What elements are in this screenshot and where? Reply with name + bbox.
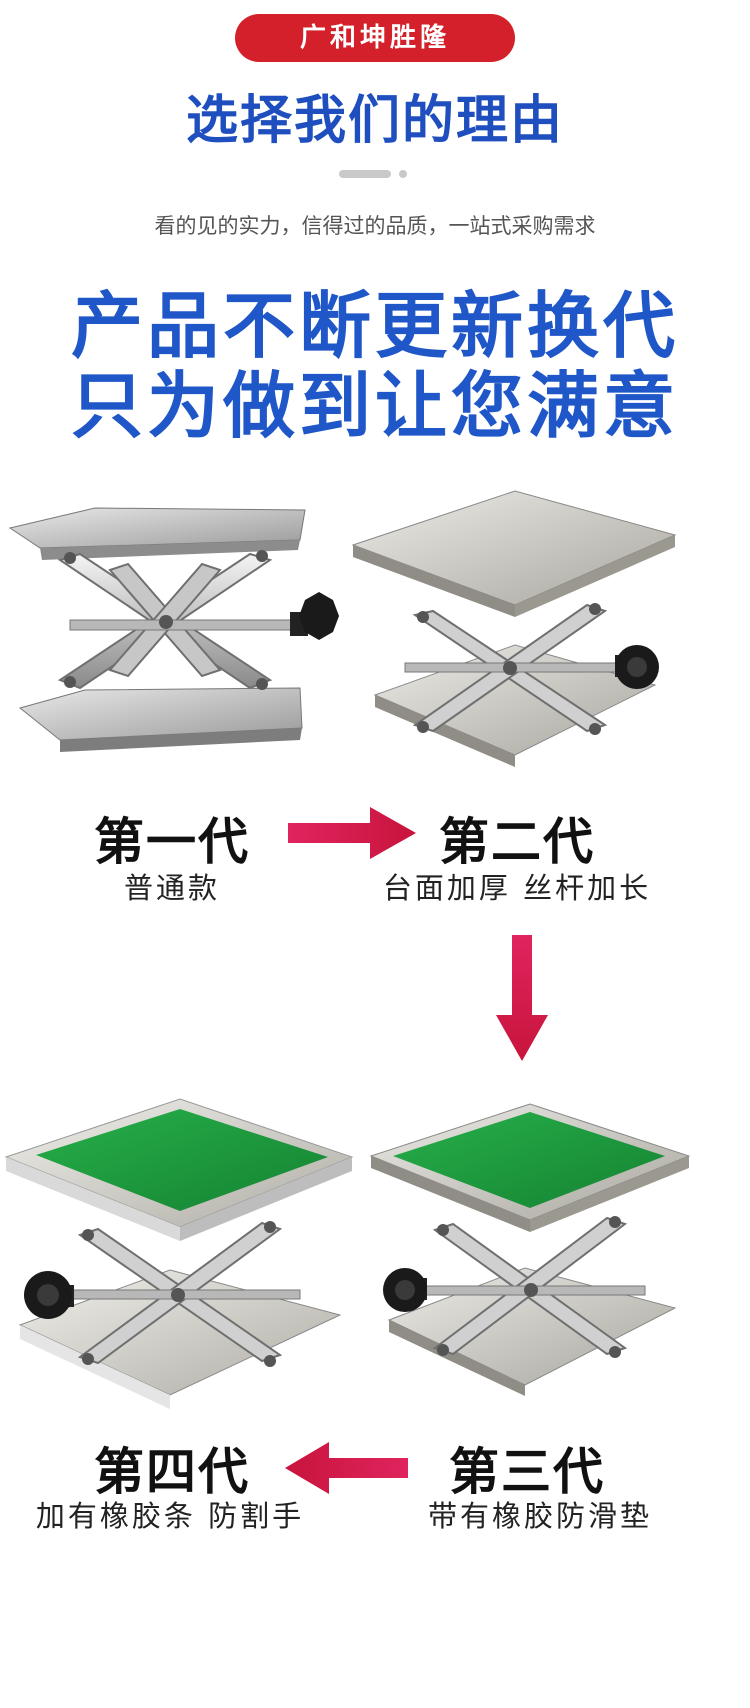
gen2-title: 第二代: [439, 813, 595, 871]
arrow-left-icon: [285, 1442, 408, 1494]
gen4-title: 第四代: [94, 1443, 250, 1501]
gen2-lab-jack-image: [351, 490, 677, 767]
gen3-desc: 带有橡胶防滑垫: [427, 1499, 652, 1533]
gen1-title: 第一代: [94, 813, 250, 871]
title-divider: [339, 170, 409, 178]
arrow-down-icon: [496, 935, 548, 1061]
gen1-lab-jack-image: [8, 507, 339, 752]
slogan-line-1: 产品不断更新换代: [70, 284, 679, 368]
gen4-lab-jack-image: [4, 1098, 354, 1409]
gen4-desc: 加有橡胶条 防割手: [35, 1499, 305, 1533]
divider-dot: [399, 170, 407, 178]
gen3-lab-jack-image: [369, 1103, 691, 1396]
divider-dash: [339, 170, 391, 178]
slogan-line-2: 只为做到让您满意: [70, 364, 679, 448]
gen1-desc: 普通款: [123, 871, 220, 905]
gen2-desc: 台面加厚 丝杆加长: [382, 871, 652, 905]
subtitle: 看的见的实力，信得过的品质，一站式采购需求: [154, 214, 596, 238]
arrow-right-icon: [288, 807, 416, 859]
page-title: 选择我们的理由: [185, 91, 564, 151]
brand-badge: 广和坤胜隆: [235, 14, 515, 62]
gen3-title: 第三代: [449, 1443, 605, 1501]
